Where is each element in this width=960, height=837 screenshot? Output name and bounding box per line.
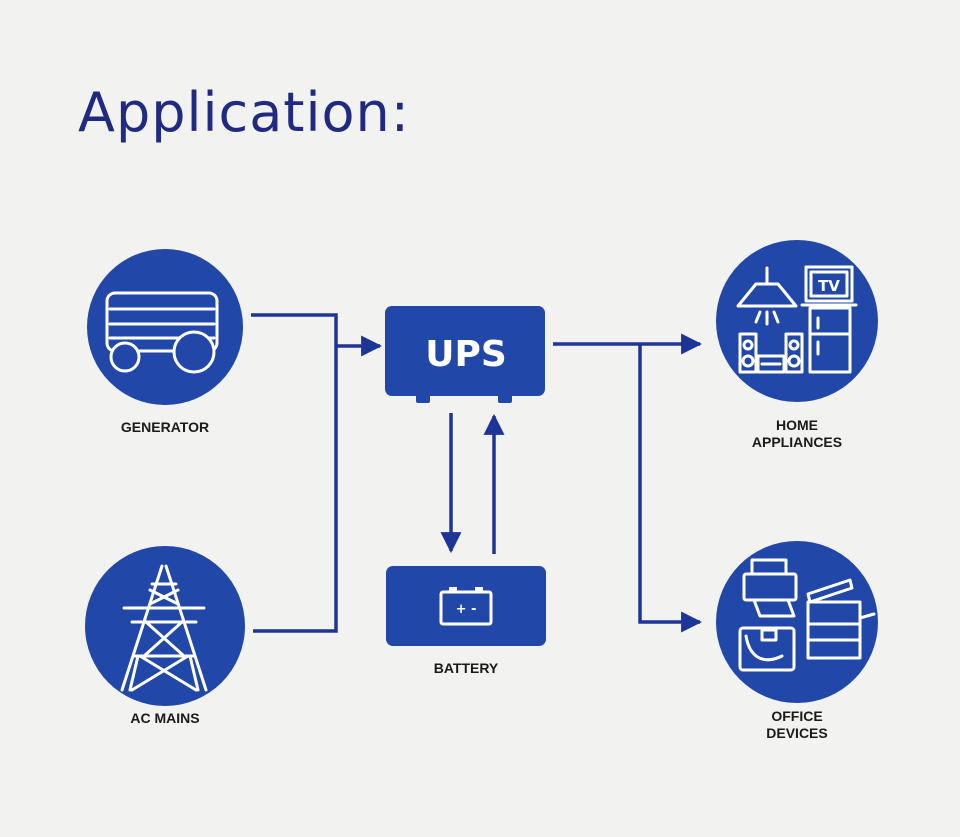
- office-devices-icon: [738, 558, 876, 672]
- tv-icon-text: TV: [818, 277, 840, 295]
- home-appliances-icon: TV: [736, 265, 858, 374]
- transmission-tower-icon: [120, 564, 208, 692]
- ups-foot-right: [498, 394, 512, 403]
- generator-circle: [87, 249, 243, 405]
- battery-node: + - BATTERY: [386, 566, 546, 676]
- battery-connectors: [440, 413, 505, 554]
- battery-icon-symbols: + -: [456, 602, 477, 617]
- battery-box: [386, 566, 546, 646]
- office-devices-label-line-2: DEVICES: [766, 725, 827, 741]
- output-connectors: [553, 333, 703, 633]
- office-devices-label-line-1: OFFICE: [771, 708, 822, 724]
- battery-icon: + -: [439, 587, 493, 626]
- battery-label: BATTERY: [434, 660, 499, 676]
- home-appliances-label-line-1: HOME: [776, 417, 818, 433]
- ups-box: [385, 306, 545, 396]
- ac-mains-node: AC MAINS: [85, 546, 245, 726]
- office-devices-circle: [716, 541, 878, 703]
- ups-node: UPS: [385, 306, 545, 403]
- input-connectors: [251, 313, 383, 633]
- ac-mains-circle: [85, 546, 245, 706]
- page-title: Application:: [78, 81, 410, 144]
- home-appliances-label-line-2: APPLIANCES: [752, 434, 842, 450]
- home-appliances-node: TV HOME APPLIANCES: [716, 240, 878, 450]
- generator-icon: [105, 291, 219, 374]
- generator-node: GENERATOR: [87, 249, 243, 435]
- generator-label: GENERATOR: [121, 419, 209, 435]
- ups-foot-left: [416, 394, 430, 403]
- input-bus-line: [251, 313, 338, 633]
- office-devices-node: OFFICE DEVICES: [716, 541, 878, 741]
- arrow-to-office-devices: [638, 344, 703, 633]
- ups-label: UPS: [425, 334, 507, 375]
- home-appliances-circle: [716, 240, 878, 402]
- ac-mains-label: AC MAINS: [130, 710, 199, 726]
